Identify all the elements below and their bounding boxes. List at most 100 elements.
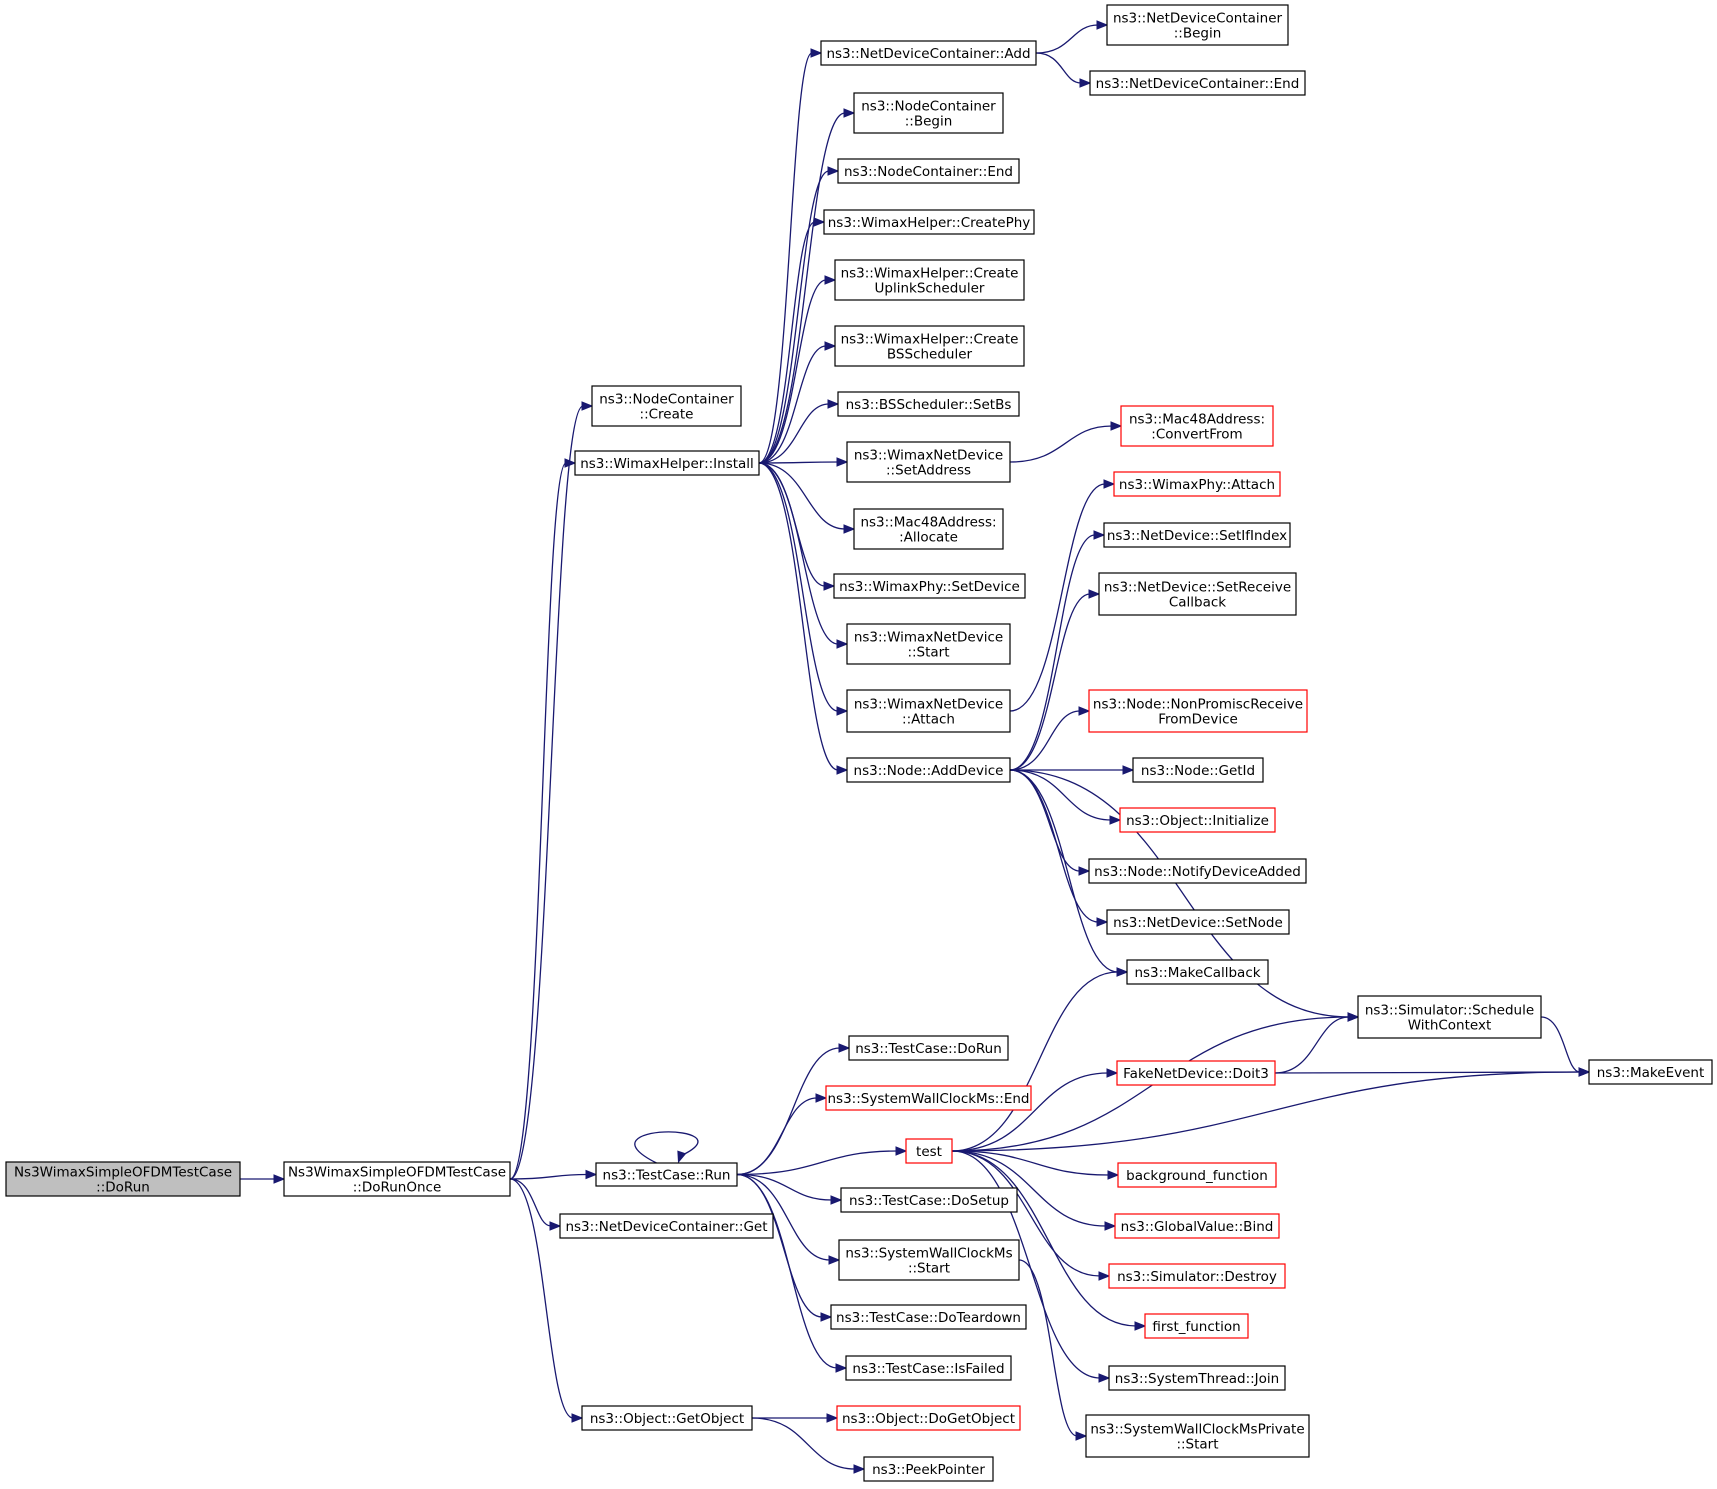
function-node-setifindex[interactable]: ns3::NetDevice::SetIfIndex	[1103, 522, 1291, 548]
function-node-notify[interactable]: ns3::Node::NotifyDeviceAdded	[1088, 858, 1307, 884]
node-label: :ConvertFrom	[1151, 427, 1242, 443]
function-node-install[interactable]: ns3::WimaxHelper::Install	[574, 450, 760, 476]
call-edge-install-to-alloc	[758, 462, 856, 534]
node-label: ns3::WimaxHelper::Create	[841, 266, 1019, 282]
node-label: ns3::NetDevice::SetIfIndex	[1107, 528, 1287, 544]
edge-arrowhead	[895, 1146, 908, 1156]
node-box	[823, 209, 1035, 235]
edge-line	[736, 1173, 831, 1261]
call-edge-adddevice-to-init	[1009, 769, 1122, 825]
function-node-doteardown[interactable]: ns3::TestCase::DoTeardown	[830, 1304, 1027, 1330]
function-node-dogetobject[interactable]: ns3::Object::DoGetObject	[836, 1405, 1021, 1431]
function-node-peekptr[interactable]: ns3::PeekPointer	[863, 1456, 994, 1482]
function-node-ncreate[interactable]: ns3::NodeContainer::Create	[591, 385, 742, 427]
node-box	[1106, 4, 1289, 46]
edge-line	[1035, 52, 1082, 84]
node-box	[574, 450, 760, 476]
function-node-ndcbegin[interactable]: ns3::NetDeviceContainer::Begin	[1106, 4, 1289, 46]
function-node-dosetup[interactable]: ns3::TestCase::DoSetup	[840, 1187, 1018, 1213]
node-box	[846, 441, 1011, 483]
function-node-gvbind[interactable]: ns3::GlobalValue::Bind	[1114, 1213, 1280, 1239]
function-node-getobject[interactable]: ns3::Object::GetObject	[581, 1405, 753, 1431]
call-edge-dorun-to-dorunonce	[240, 1174, 286, 1184]
function-node-doit3[interactable]: FakeNetDevice::Doit3	[1116, 1060, 1276, 1086]
function-node-alloc[interactable]: ns3::Mac48Address::Allocate	[853, 508, 1004, 550]
node-box	[837, 391, 1020, 417]
node-label: ns3::Node::AddDevice	[854, 763, 1004, 779]
node-label: ns3::Simulator::Schedule	[1365, 1003, 1534, 1019]
function-node-dorun[interactable]: Ns3WimaxSimpleOFDMTestCase::DoRun	[5, 1161, 241, 1197]
call-edge-doit3-to-schedctx	[1274, 1012, 1360, 1074]
node-box	[846, 623, 1011, 665]
function-node-swcend[interactable]: ns3::SystemWallClockMs::End	[825, 1085, 1032, 1111]
function-node-swcpstart[interactable]: ns3::SystemWallClockMsPrivate::Start	[1085, 1414, 1310, 1458]
function-node-setaddr[interactable]: ns3::WimaxNetDevice::SetAddress	[846, 441, 1011, 483]
node-label: ns3::SystemWallClockMs	[845, 1246, 1012, 1262]
function-node-isfailed[interactable]: ns3::TestCase::IsFailed	[845, 1355, 1012, 1381]
function-node-simdestroy[interactable]: ns3::Simulator::Destroy	[1108, 1263, 1286, 1289]
function-node-createphy[interactable]: ns3::WimaxHelper::CreatePhy	[823, 209, 1035, 235]
function-node-setbs[interactable]: ns3::BSScheduler::SetBs	[837, 391, 1020, 417]
node-label: ns3::TestCase::DoRun	[855, 1041, 1002, 1057]
edge-line	[951, 971, 1119, 1152]
function-node-ncbegin[interactable]: ns3::NodeContainer::Begin	[853, 92, 1004, 134]
function-node-swcstart[interactable]: ns3::SystemWallClockMs::Start	[838, 1239, 1020, 1281]
call-edge-test-to-gvbind	[951, 1150, 1117, 1231]
edge-line	[736, 1047, 841, 1176]
function-node-init[interactable]: ns3::Object::Initialize	[1119, 807, 1276, 833]
edge-line	[634, 1131, 699, 1164]
node-label: ns3::Mac48Address:	[860, 515, 996, 531]
function-node-makeevent[interactable]: ns3::MakeEvent	[1588, 1059, 1713, 1085]
function-node-bgfunc[interactable]: background_function	[1117, 1162, 1277, 1188]
edge-arrowhead	[810, 48, 823, 58]
node-box	[1119, 807, 1276, 833]
function-node-ndcend[interactable]: ns3::NetDeviceContainer::End	[1089, 70, 1306, 96]
call-nodes: Ns3WimaxSimpleOFDMTestCase::DoRun Ns3Wima…	[5, 4, 1713, 1482]
function-node-firstfunc[interactable]: first_function	[1144, 1313, 1249, 1339]
node-label: ns3::Node::GetId	[1141, 763, 1255, 779]
function-node-ncend[interactable]: ns3::NodeContainer::End	[837, 158, 1020, 184]
function-node-phyattach[interactable]: ns3::WimaxPhy::Attach	[1113, 471, 1281, 497]
call-edge-test-to-stjoin	[951, 1150, 1111, 1383]
function-node-convfrom[interactable]: ns3::Mac48Address::ConvertFrom	[1120, 405, 1274, 447]
function-node-wndattach[interactable]: ns3::WimaxNetDevice::Attach	[846, 689, 1011, 733]
node-box	[1117, 1162, 1277, 1188]
node-label: ns3::NodeContainer	[861, 99, 996, 115]
function-node-getid[interactable]: ns3::Node::GetId	[1132, 757, 1264, 783]
edge-line	[1009, 483, 1106, 712]
function-node-adddevice[interactable]: ns3::Node::AddDevice	[846, 757, 1011, 783]
function-node-ndcget[interactable]: ns3::NetDeviceContainer::Get	[559, 1213, 774, 1239]
edge-arrowhead	[853, 1464, 866, 1474]
edge-line	[1540, 1016, 1581, 1073]
edge-line	[1035, 24, 1099, 54]
node-box	[834, 259, 1025, 301]
edge-line	[951, 1150, 1107, 1227]
function-node-test[interactable]: test	[905, 1138, 953, 1164]
edge-arrowhead	[813, 217, 826, 227]
node-label: ns3::SystemWallClockMsPrivate	[1090, 1422, 1304, 1438]
function-node-wndstart[interactable]: ns3::WimaxNetDevice::Start	[846, 623, 1011, 665]
node-label: FakeNetDevice::Doit3	[1123, 1066, 1269, 1082]
function-node-ndcadd[interactable]: ns3::NetDeviceContainer::Add	[820, 40, 1037, 66]
node-label: Callback	[1169, 595, 1226, 611]
node-label: test	[916, 1144, 942, 1160]
node-box	[1088, 689, 1308, 733]
edge-arrowhead	[823, 581, 836, 591]
edge-arrowhead	[1079, 78, 1092, 88]
node-label: ns3::SystemThread::Join	[1115, 1371, 1279, 1387]
function-node-stjoin[interactable]: ns3::SystemThread::Join	[1108, 1365, 1286, 1391]
edge-line	[951, 1150, 1110, 1176]
function-node-dorunonce[interactable]: Ns3WimaxSimpleOFDMTestCase::DoRunOnce	[283, 1161, 511, 1197]
function-node-tcrun[interactable]: ns3::TestCase::Run	[595, 1162, 738, 1187]
function-node-setnode[interactable]: ns3::NetDevice::SetNode	[1106, 909, 1290, 935]
function-node-setdevice[interactable]: ns3::WimaxPhy::SetDevice	[833, 573, 1026, 599]
function-node-makecb[interactable]: ns3::MakeCallback	[1126, 959, 1269, 985]
function-node-tcdorun[interactable]: ns3::TestCase::DoRun	[848, 1035, 1009, 1061]
edge-line	[1009, 593, 1091, 771]
edge-arrowhead	[836, 765, 849, 775]
